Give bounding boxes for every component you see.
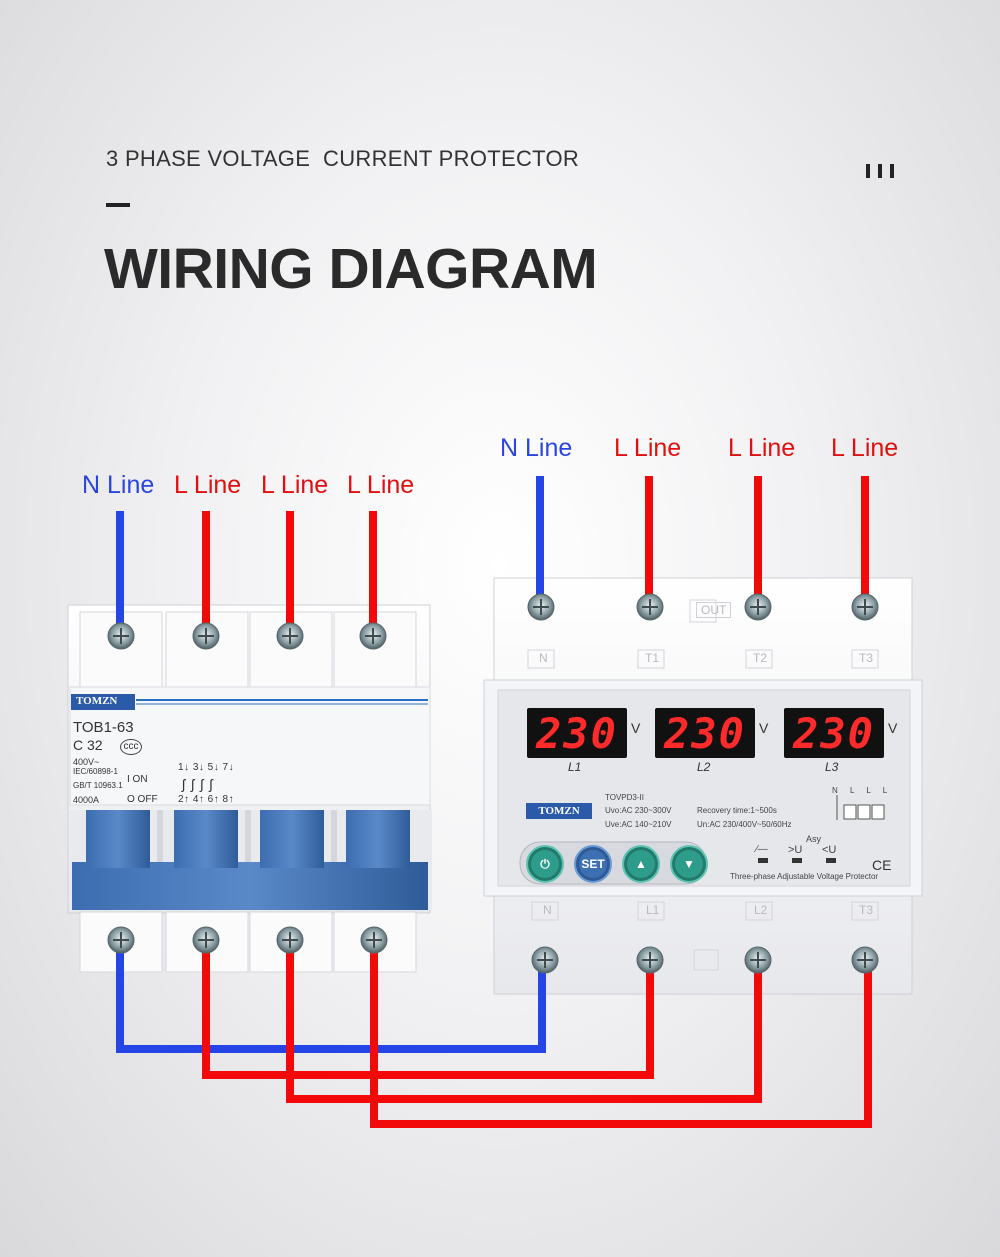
protector-brand-logo: TOMZN <box>526 803 592 819</box>
protector-label-l3: L Line <box>831 434 899 462</box>
terminal-bottom-n: N <box>543 903 552 917</box>
display-l3-name: L3 <box>825 760 839 774</box>
display-l1-value: 230 <box>527 708 627 758</box>
screw-icon <box>107 622 135 650</box>
breaker-std-gb: GB/T 10963.1 <box>73 781 123 790</box>
screw-icon <box>276 926 304 954</box>
breaker-on-label: I ON <box>127 774 148 785</box>
terminal-top-t1: T1 <box>645 651 660 665</box>
title-dash <box>106 203 130 207</box>
terminal-bottom-l2: L2 <box>754 903 768 917</box>
protector-label-l2: L Line <box>728 434 796 462</box>
up-button[interactable]: ▲ <box>622 845 660 883</box>
screw-icon <box>744 593 772 621</box>
wires <box>116 476 872 1128</box>
out-label: OUT <box>696 602 732 618</box>
over-voltage-label: >U <box>788 844 803 856</box>
terminal-top-t2: T2 <box>753 651 768 665</box>
screw-icon <box>192 622 220 650</box>
asy-label: Asy <box>806 834 822 844</box>
breaker-top-poles: 1↓ 3↓ 5↓ 7↓ <box>178 762 235 773</box>
display-l1-unit: V <box>631 720 641 736</box>
screw-icon <box>531 946 559 974</box>
breaker-label-n: N Line <box>82 471 155 499</box>
protector-recovery: Recovery time:1~500s <box>697 806 777 815</box>
ce-mark: CE <box>872 857 892 873</box>
breaker-off-label: O OFF <box>127 794 158 805</box>
down-arrow-icon: ▼ <box>683 857 695 871</box>
protector-model: TOVPD3-II <box>605 793 644 802</box>
breaker-voltage: 400V~ <box>73 757 100 767</box>
breaker-label-l3: L Line <box>347 471 415 499</box>
terminal-bottom-t3: T3 <box>859 903 874 917</box>
breaker-model: TOB1-63 <box>73 719 134 736</box>
ccc-mark-icon: ccc <box>120 739 142 755</box>
screw-icon <box>636 946 664 974</box>
under-voltage-label: <U <box>822 844 837 856</box>
breaker-label-l1: L Line <box>174 471 242 499</box>
breaker-rating: C 32 <box>73 737 103 753</box>
display-l1-name: L1 <box>568 760 582 774</box>
screw-icon <box>636 593 664 621</box>
breaker-label-l2: L Line <box>261 471 329 499</box>
protector-uve: Uve:AC 140~210V <box>605 820 672 829</box>
screw-icon <box>744 946 772 974</box>
screw-icon <box>360 926 388 954</box>
breaker-coil-symbols: ʃʃʃʃ <box>182 776 219 792</box>
terminal-top-n: N <box>539 651 548 665</box>
screw-icon <box>276 622 304 650</box>
protector-rated: Un:AC 230/400V~50/60Hz <box>697 820 792 829</box>
set-button[interactable]: SET <box>574 845 612 883</box>
protector-uvo: Uvo:AC 230~300V <box>605 806 672 815</box>
power-icon: ⏻ <box>540 856 550 871</box>
breaker-std-iec: IEC/60898-1 <box>73 767 118 776</box>
power-button[interactable]: ⏻ <box>526 845 564 883</box>
terminal-screws <box>107 593 879 974</box>
protector-label-n: N Line <box>500 434 573 462</box>
protector-nlll: N L L L <box>832 786 893 795</box>
screw-icon <box>851 946 879 974</box>
up-arrow-icon: ▲ <box>635 857 647 871</box>
terminal-bottom-l1: L1 <box>646 903 660 917</box>
down-button[interactable]: ▼ <box>670 845 708 883</box>
terminal-top-t3: T3 <box>859 651 874 665</box>
display-l2-value: 230 <box>655 708 755 758</box>
display-l3-value: 230 <box>784 708 884 758</box>
screw-icon <box>527 593 555 621</box>
menu-icon[interactable] <box>866 164 894 178</box>
subtitle: 3 PHASE VOLTAGE CURRENT PROTECTOR <box>106 146 580 171</box>
display-l2-unit: V <box>759 720 769 736</box>
display-l2-name: L2 <box>697 760 711 774</box>
page-title: WIRING DIAGRAM <box>104 237 598 301</box>
protector-label-l1: L Line <box>614 434 682 462</box>
display-l3-unit: V <box>888 720 898 736</box>
screw-icon <box>359 622 387 650</box>
breaker-bottom-poles: 2↑ 4↑ 6↑ 8↑ <box>178 794 235 805</box>
screw-icon <box>851 593 879 621</box>
screw-icon <box>107 926 135 954</box>
protector-description: Three-phase Adjustable Voltage Protector <box>730 872 879 881</box>
breaker-capacity: 4000A <box>73 795 100 805</box>
screw-icon <box>192 926 220 954</box>
breaker-brand-logo: TOMZN <box>76 695 118 707</box>
relay-symbol-icon: ∕— <box>756 844 768 855</box>
